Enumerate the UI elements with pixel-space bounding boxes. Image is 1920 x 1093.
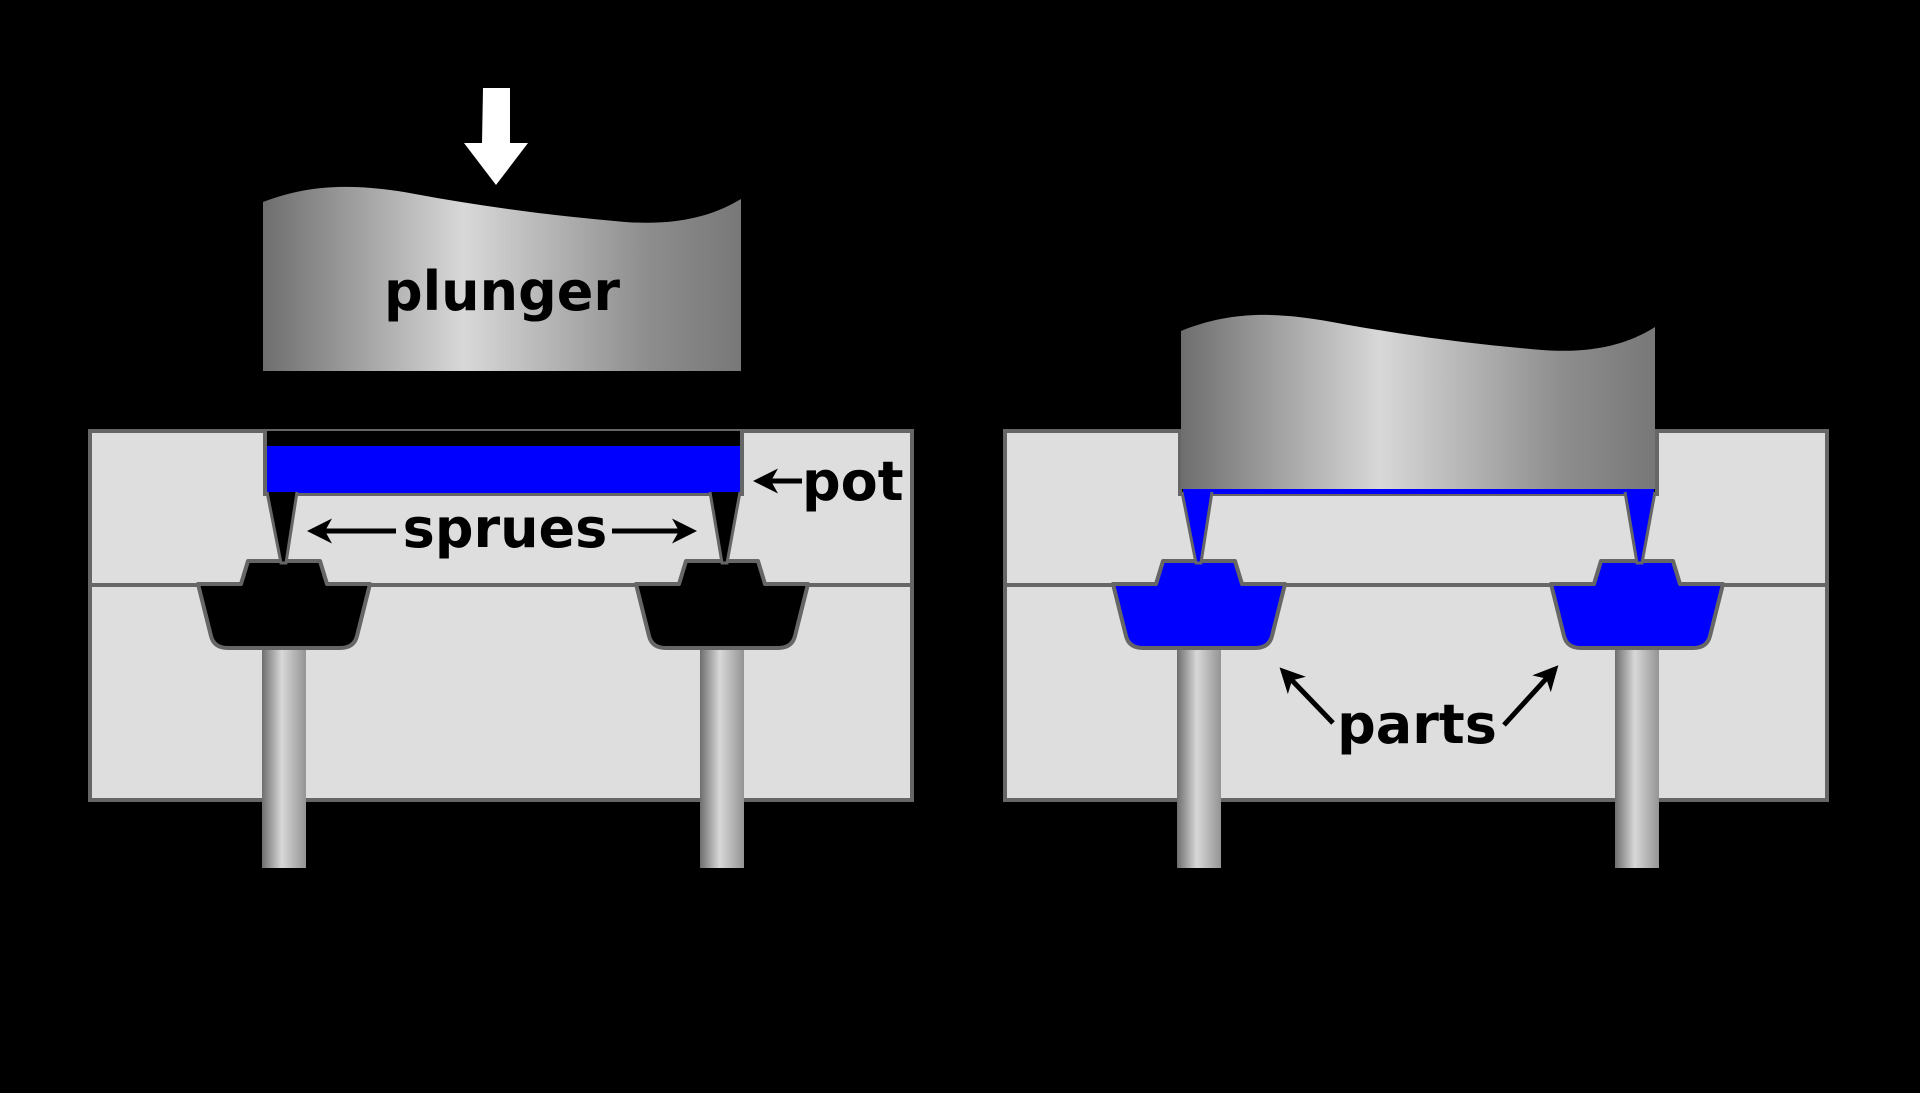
part-cavity-right-empty <box>634 559 810 650</box>
parts-pointer-arrow-right <box>1502 665 1559 727</box>
plunger-raised <box>263 186 741 371</box>
sprue-left-filled <box>1180 491 1214 565</box>
panel-after-transfer: parts <box>1003 314 1829 868</box>
ejector-pin-right <box>700 650 744 868</box>
parts-pointer-arrow-left <box>1279 667 1335 725</box>
sprue-left-empty <box>265 491 299 565</box>
sprue-right-filled <box>1623 491 1657 565</box>
residual-compound-layer <box>1183 487 1654 494</box>
molding-compound-charge <box>267 446 740 493</box>
parts-label: parts <box>1337 693 1497 756</box>
sprue-right-empty <box>708 491 742 565</box>
press-down-arrow-icon <box>464 88 528 185</box>
plunger-label: plunger <box>384 260 620 323</box>
molded-part-right <box>1549 559 1725 650</box>
ejector-pin-right <box>1615 650 1659 868</box>
plunger-pressed <box>1181 314 1655 489</box>
ejector-pin-left <box>1177 650 1221 868</box>
part-cavity-left-empty <box>196 559 372 650</box>
sprues-label: sprues <box>403 497 608 560</box>
pot-label: pot <box>802 450 904 513</box>
molded-part-left <box>1111 559 1287 650</box>
ejector-pin-left <box>262 650 306 868</box>
panel-before-transfer: plunger pot sprues <box>88 88 914 868</box>
